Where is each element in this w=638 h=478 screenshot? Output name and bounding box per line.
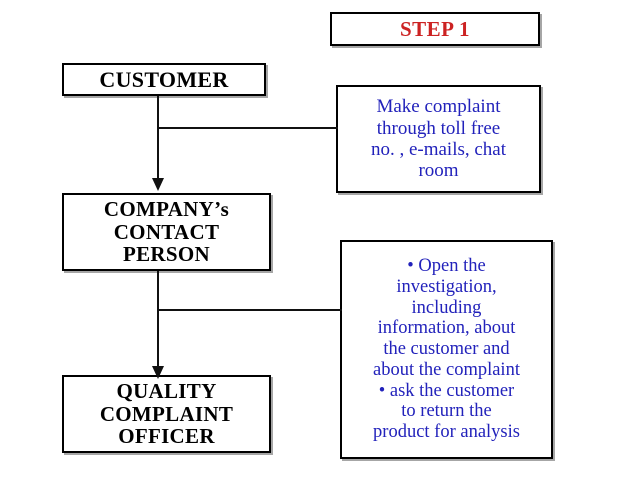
- note2-line-5: the customer and: [383, 339, 510, 360]
- node-contact-line-1: COMPANY’s: [103, 196, 230, 221]
- note-investigation-actions-text: • Open the investigation, including info…: [368, 256, 525, 442]
- connector-contact-to-officer-stem: [157, 271, 159, 366]
- node-company-contact-person[interactable]: COMPANY’s CONTACT PERSON: [62, 193, 271, 271]
- note2-line-6: about the complaint: [373, 359, 520, 380]
- node-customer[interactable]: CUSTOMER: [62, 63, 266, 96]
- connector-customer-to-contact-stem: [157, 96, 159, 178]
- connector-customer-branch-to-note: [157, 127, 338, 129]
- note2-line-2: investigation,: [396, 276, 497, 297]
- node-company-contact-person-label: COMPANY’s CONTACT PERSON: [100, 198, 233, 266]
- node-officer-line-3: OFFICER: [118, 424, 215, 449]
- step-title-box: STEP 1: [330, 12, 540, 46]
- note-complaint-channels: Make complaint through toll free no. , e…: [336, 85, 541, 193]
- step-title-label: STEP 1: [399, 16, 471, 41]
- node-quality-complaint-officer[interactable]: QUALITY COMPLAINT OFFICER: [62, 375, 271, 453]
- node-contact-line-3: PERSON: [123, 242, 210, 267]
- note2-line-1: • Open the: [407, 256, 486, 277]
- connector-contact-branch-to-note: [157, 309, 342, 311]
- node-officer-line-2: COMPLAINT: [99, 401, 234, 426]
- node-customer-line-1: CUSTOMER: [99, 66, 229, 92]
- arrow-down-icon-customer-to-contact: [152, 178, 164, 191]
- note1-line-2: through toll free: [376, 117, 501, 139]
- node-quality-complaint-officer-label: QUALITY COMPLAINT OFFICER: [96, 380, 237, 448]
- arrow-down-icon-contact-to-officer: [152, 366, 164, 379]
- node-customer-label: CUSTOMER: [95, 66, 232, 92]
- note2-line-7: • ask the customer: [378, 380, 515, 401]
- note1-line-1: Make complaint: [376, 96, 501, 118]
- note-complaint-channels-text: Make complaint through toll free no. , e…: [366, 96, 511, 181]
- note2-line-8: to return the: [401, 401, 492, 422]
- node-contact-line-2: CONTACT: [113, 219, 220, 244]
- note2-line-4: information, about: [377, 318, 516, 339]
- node-officer-line-1: QUALITY: [116, 378, 217, 403]
- note1-line-3: no. , e-mails, chat: [370, 139, 507, 160]
- note2-line-9: product for analysis: [373, 422, 520, 443]
- note-investigation-actions: • Open the investigation, including info…: [340, 240, 553, 459]
- note2-line-3: including: [411, 297, 482, 318]
- note1-line-4: room: [418, 160, 459, 182]
